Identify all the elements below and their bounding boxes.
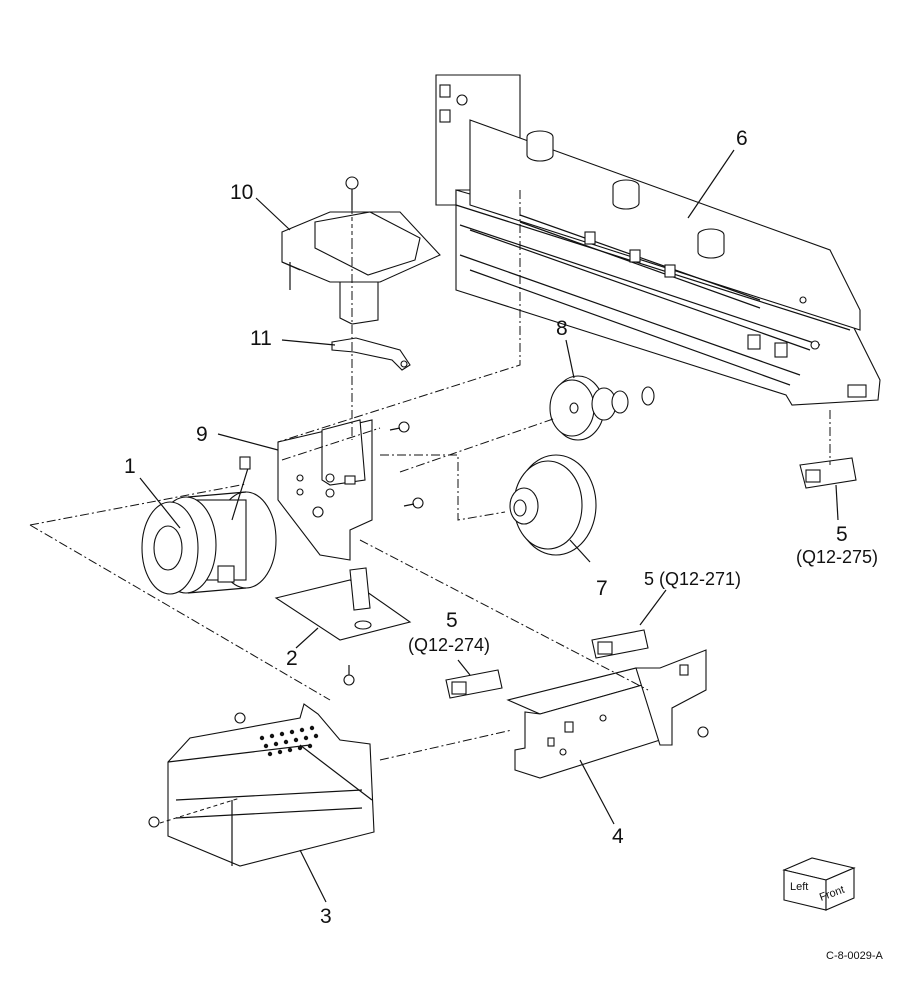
part-4-sensor-bracket (506, 649, 707, 779)
callout-5-q12-275-ref: (Q12-275) (796, 547, 879, 567)
callout-8: 8 (556, 317, 568, 340)
screws-plate (148, 421, 709, 828)
part-3-cover (167, 703, 375, 867)
callout-5-q12-274-ref: (Q12-274) (408, 635, 491, 655)
callout-7: 7 (596, 577, 608, 600)
callout-4: 4 (612, 825, 624, 848)
callout-3: 3 (320, 905, 332, 928)
part-1-motor (141, 456, 277, 595)
callout-5-q12-271: 5 (Q12-271) (644, 569, 742, 589)
figure-code: C-8-0029-A (826, 950, 883, 962)
part-6-tray-assembly (435, 74, 881, 406)
callout-9: 9 (196, 423, 208, 446)
part-10-cover (281, 176, 441, 325)
cube-left-label: Left (790, 881, 808, 893)
alignment-lines (29, 190, 831, 824)
part-8-gear (549, 375, 655, 441)
part-11-bracket (331, 337, 411, 371)
orientation-cube: Left Front (782, 857, 856, 911)
callout-5-q12-274: 5 (446, 609, 458, 632)
callout-2: 2 (286, 647, 298, 670)
part-2-bracket (274, 567, 412, 641)
callout-11: 11 (250, 327, 272, 350)
leader-lines (139, 149, 839, 903)
part-7-gear (509, 454, 597, 556)
part-9-mounting-plate (277, 419, 373, 561)
callout-6: 6 (736, 127, 748, 150)
callout-5-q12-275: 5 (836, 523, 848, 546)
callout-10: 10 (230, 181, 254, 204)
callout-1: 1 (124, 455, 136, 478)
part-5-sensors (445, 457, 857, 699)
